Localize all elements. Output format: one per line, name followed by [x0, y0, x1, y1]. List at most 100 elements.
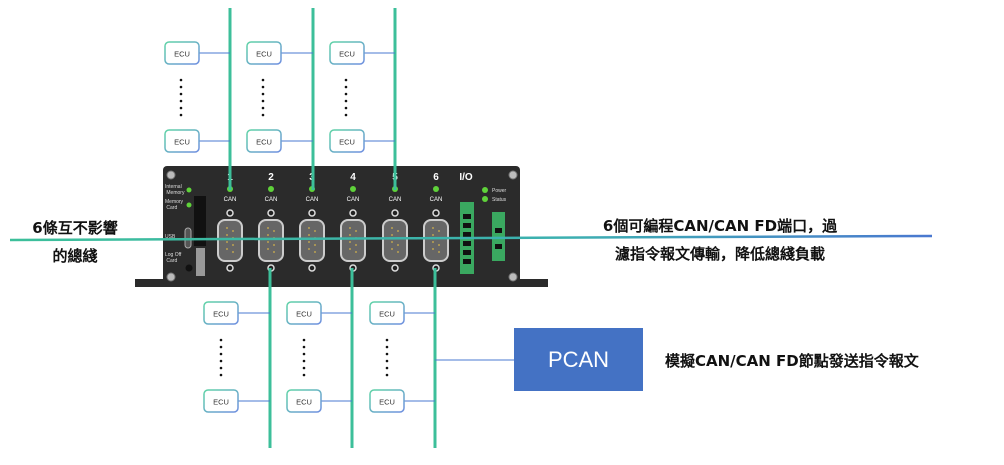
ellipsis-dot	[385, 366, 389, 370]
ellipsis-dot	[344, 113, 348, 117]
ecu-box	[329, 41, 365, 65]
ecu-label: ECU	[296, 310, 312, 319]
ellipsis-dot	[385, 352, 389, 356]
left-panel-label-line: Memory	[165, 199, 184, 205]
port-label: CAN	[306, 197, 319, 203]
port-led	[433, 186, 439, 192]
ellipsis-dot	[179, 106, 183, 110]
db9-connector	[258, 219, 284, 262]
terminal	[463, 250, 471, 255]
left-panel-label: Internal Memory	[165, 184, 185, 196]
screw-icon	[166, 272, 176, 282]
terminal	[463, 241, 471, 246]
left-panel-label-line: Memory	[165, 190, 185, 196]
switch	[196, 248, 205, 276]
status-led	[482, 196, 488, 202]
ellipsis-dot	[261, 78, 265, 82]
ellipsis-dot	[179, 92, 183, 96]
pin	[314, 244, 316, 246]
ecu-box	[286, 301, 322, 325]
pin	[226, 227, 228, 229]
pin	[355, 230, 357, 232]
pin	[314, 230, 316, 232]
pin	[308, 248, 310, 250]
ellipsis-dot	[261, 99, 265, 103]
pcan-box: PCAN	[514, 328, 643, 391]
log-off-button	[185, 264, 193, 272]
ecu-label: ECU	[256, 50, 272, 59]
screw-icon	[508, 272, 518, 282]
pin	[349, 227, 351, 229]
pin	[232, 251, 234, 253]
power-terminal-block	[492, 212, 505, 261]
terminal	[463, 214, 471, 219]
ellipsis-dot	[344, 78, 348, 82]
ellipsis-dot	[302, 366, 306, 370]
ecu-box	[286, 389, 322, 413]
ecu-box	[246, 41, 282, 65]
ellipsis-dot	[344, 85, 348, 89]
port-screw	[391, 264, 399, 272]
pin	[355, 251, 357, 253]
pin	[308, 227, 310, 229]
ellipsis-dot	[179, 85, 183, 89]
card-slot	[194, 196, 206, 246]
io-label: I/O	[459, 172, 473, 183]
port-led	[268, 186, 274, 192]
pin	[397, 251, 399, 253]
ellipsis-dot	[219, 338, 223, 342]
pin	[349, 241, 351, 243]
port-screw	[308, 264, 316, 272]
can-buses	[9, 8, 933, 448]
status-led	[482, 187, 488, 193]
port-number: 6	[433, 172, 439, 183]
port-screw	[226, 209, 234, 217]
ellipsis-dot	[344, 106, 348, 110]
ecu-box	[203, 301, 239, 325]
ellipsis-dot	[344, 92, 348, 96]
screw-icon	[166, 170, 176, 180]
port-label: CAN	[224, 197, 237, 203]
ellipsis-dot	[385, 338, 389, 342]
pin	[397, 244, 399, 246]
db9-connector	[340, 219, 366, 262]
pin	[432, 241, 434, 243]
ecu-box	[203, 389, 239, 413]
status-led-label: Power	[492, 188, 507, 194]
pin	[273, 244, 275, 246]
ecu-label: ECU	[339, 50, 355, 59]
ecu-label: ECU	[174, 50, 190, 59]
ellipsis-dot	[385, 359, 389, 363]
terminal	[495, 244, 502, 249]
left-caption-line1: 6條互不影響	[32, 219, 118, 237]
ellipsis-dot	[179, 113, 183, 117]
ellipsis-dot	[179, 78, 183, 82]
horizontal-bus-line	[9, 234, 933, 242]
pin	[391, 227, 393, 229]
left-panel-label-line: Card	[165, 258, 177, 264]
db9-connector	[217, 219, 243, 262]
ellipsis-dot	[219, 345, 223, 349]
port-number: 4	[350, 172, 356, 183]
pin	[432, 234, 434, 236]
pin	[308, 234, 310, 236]
pin	[267, 248, 269, 250]
ecu-label: ECU	[296, 398, 312, 407]
pin	[438, 244, 440, 246]
ellipsis-dot	[302, 338, 306, 342]
pcan-label: PCAN	[547, 346, 610, 372]
left-panel-label-line: Card	[165, 205, 177, 211]
pin	[273, 251, 275, 253]
pin	[391, 241, 393, 243]
ellipsis-dot	[302, 373, 306, 377]
ellipsis-dot	[261, 113, 265, 117]
ecu-box	[369, 301, 405, 325]
port-number: 2	[268, 172, 274, 183]
port-label: CAN	[265, 197, 278, 203]
port-label: CAN	[430, 197, 443, 203]
ecu-box	[164, 41, 200, 65]
left-panel-label: USB	[165, 234, 176, 240]
pcan-caption: 模擬CAN/CAN FD節點發送指令報文	[665, 352, 919, 370]
